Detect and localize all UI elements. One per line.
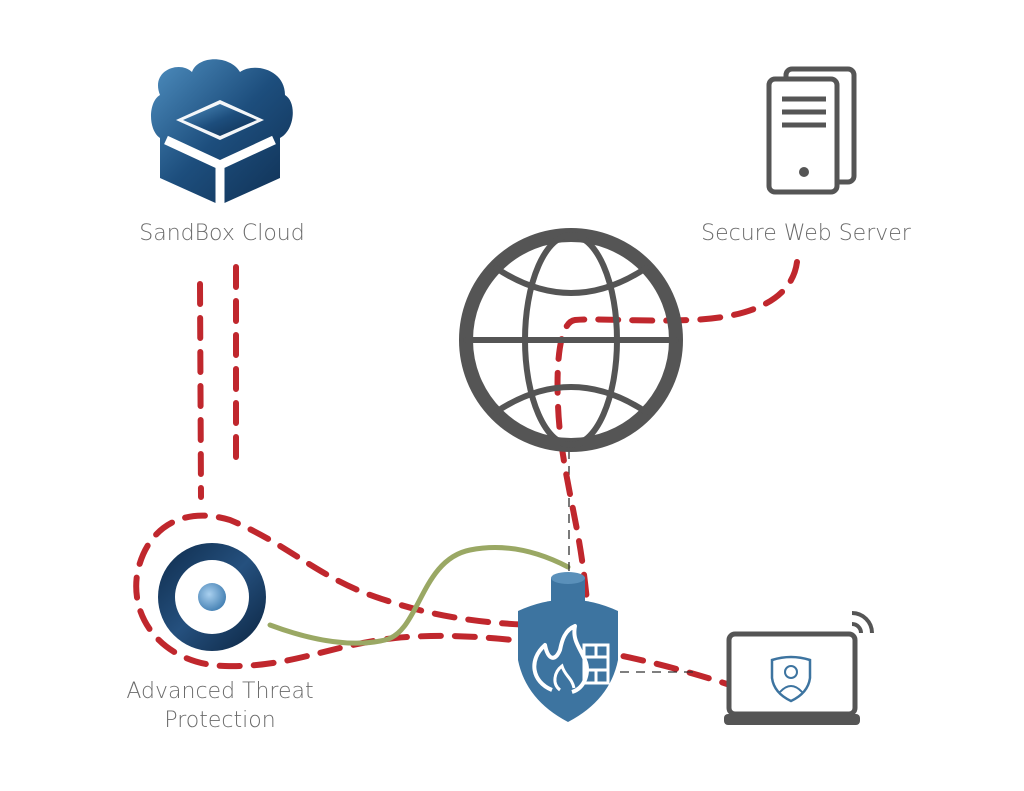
- atp-ring-icon: [158, 543, 266, 651]
- atp-label-line1: Advanced Threat: [126, 679, 314, 704]
- secure-web-server-label: Secure Web Server: [701, 221, 911, 246]
- webserver-link-path: [554, 259, 800, 615]
- firewall-shield-icon: [518, 572, 618, 722]
- server-icon: [766, 66, 857, 195]
- globe-icon: [459, 228, 683, 452]
- atp-label-line2: Protection: [164, 708, 276, 733]
- atp-label: Advanced Threat Protection: [110, 677, 330, 735]
- sandbox-cloud-icon: [151, 59, 293, 205]
- sandbox-cloud-label: SandBox Cloud: [139, 221, 305, 246]
- atp-loop-path: [133, 512, 730, 687]
- laptop-user-icon: [724, 611, 874, 725]
- green-link-path: [267, 545, 571, 646]
- sandbox-link-left: [197, 281, 204, 500]
- connections: [133, 259, 800, 687]
